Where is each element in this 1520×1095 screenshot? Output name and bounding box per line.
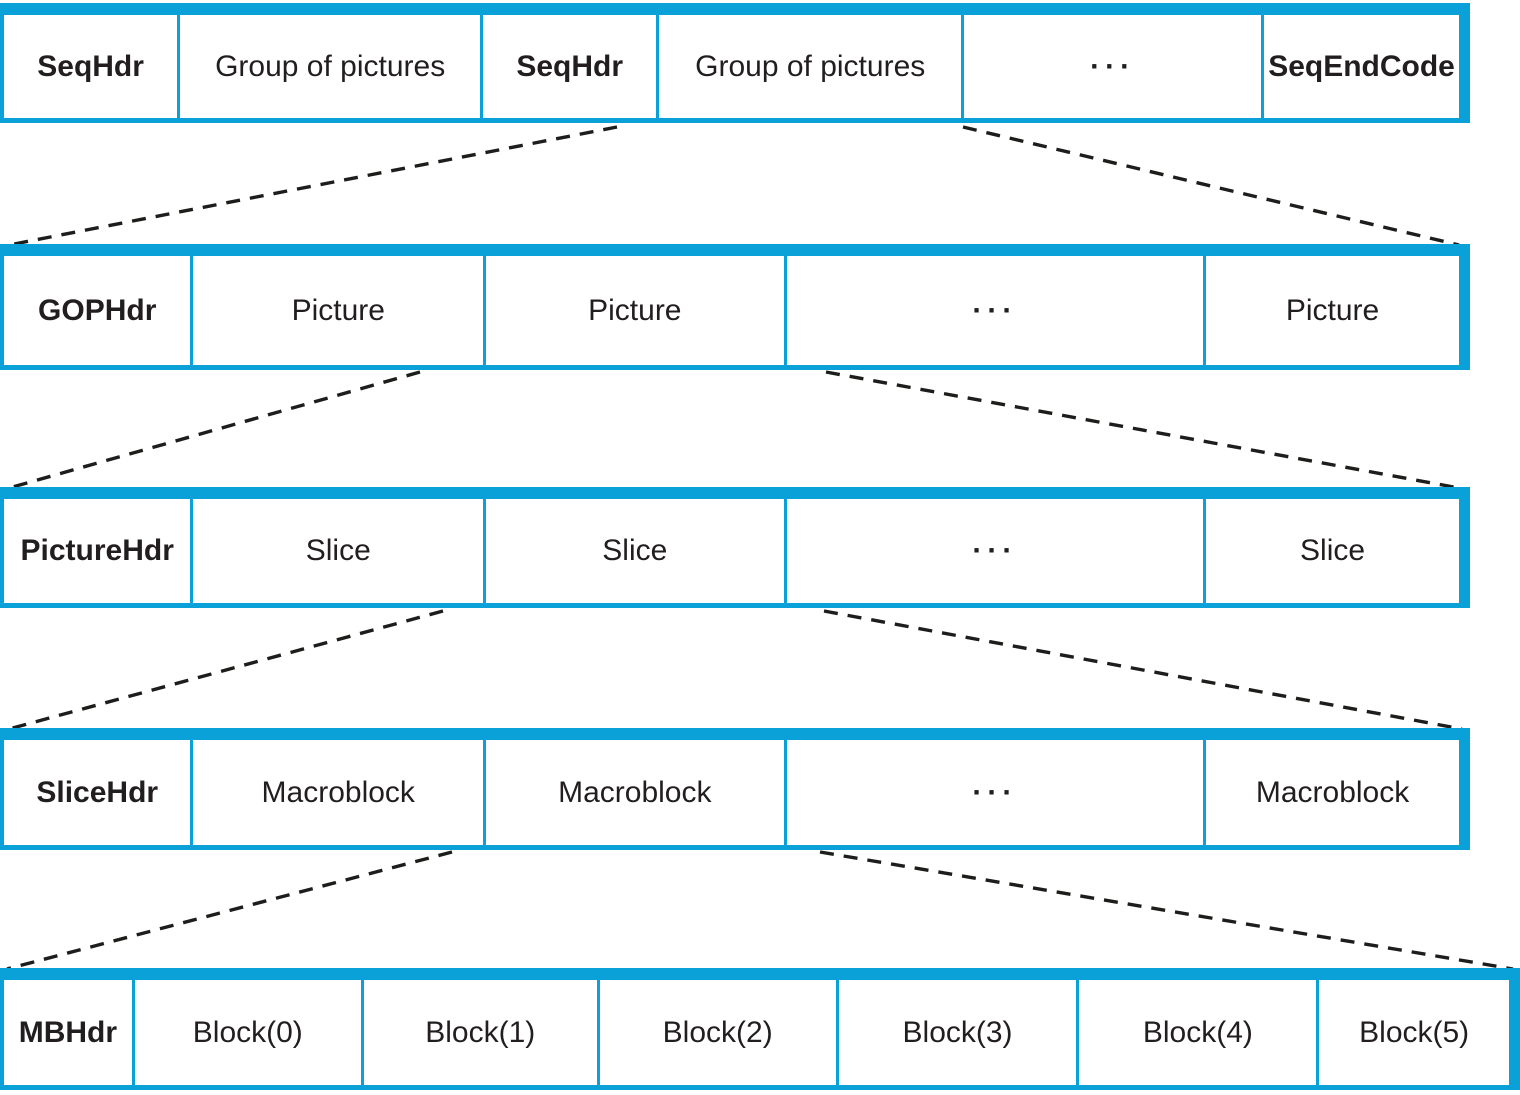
cell-slice-1: Slice bbox=[193, 499, 487, 603]
dashed-connector bbox=[8, 370, 421, 490]
dashed-connector bbox=[823, 609, 1463, 731]
row-slice-layer: SliceHdr Macroblock Macroblock ··· Macro… bbox=[0, 728, 1470, 850]
cell-picturehdr: PictureHdr bbox=[4, 499, 194, 603]
cell-block-4: Block(4) bbox=[1079, 980, 1320, 1085]
cell-macroblock-2: Macroblock bbox=[486, 740, 787, 845]
cell-seqhdr-1: SeqHdr bbox=[4, 15, 181, 118]
cell-block-5: Block(5) bbox=[1359, 1015, 1470, 1049]
cell-block-0: Block(0) bbox=[135, 980, 364, 1085]
cell-slicehdr: SliceHdr bbox=[4, 740, 194, 845]
cell-picture-1: Picture bbox=[193, 256, 487, 365]
dashed-connector bbox=[825, 370, 1460, 490]
dashed-connector bbox=[8, 125, 618, 247]
row-picture-layer: PictureHdr Slice Slice ··· Slice bbox=[0, 487, 1470, 608]
row-sequence-layer: SeqHdr Group of pictures SeqHdr Group of… bbox=[0, 3, 1470, 123]
cell-picture-2: Picture bbox=[486, 256, 787, 365]
ellipsis-gop: ··· bbox=[787, 256, 1207, 365]
cell-seqhdr-2: SeqHdr bbox=[483, 15, 660, 118]
row-macroblock-layer: MBHdr Block(0) Block(1) Block(2) Block(3… bbox=[0, 968, 1520, 1090]
cell-mbhdr: MBHdr bbox=[4, 980, 135, 1085]
cell-group-of-pictures-2: Group of pictures bbox=[659, 15, 965, 118]
cell-slice-2: Slice bbox=[486, 499, 787, 603]
row-gop-layer: GOPHdr Picture Picture ··· Picture bbox=[0, 244, 1470, 370]
dashed-connector bbox=[8, 609, 444, 731]
cell-gophdr: GOPHdr bbox=[4, 256, 194, 365]
cell-seqendcode: SeqEndCode bbox=[1268, 49, 1455, 83]
cell-picture-3: Picture bbox=[1285, 293, 1380, 327]
cell-macroblock-1: Macroblock bbox=[193, 740, 487, 845]
dashed-connector bbox=[6, 850, 453, 971]
cell-macroblock-3: Macroblock bbox=[1255, 775, 1410, 809]
cell-block-2: Block(2) bbox=[600, 980, 839, 1085]
cell-block-3: Block(3) bbox=[839, 980, 1080, 1085]
cell-block-1: Block(1) bbox=[364, 980, 600, 1085]
cell-group-of-pictures-1: Group of pictures bbox=[180, 15, 484, 118]
dashed-connector bbox=[819, 850, 1514, 971]
dashed-connector bbox=[962, 125, 1460, 247]
ellipsis-picture: ··· bbox=[787, 499, 1207, 603]
cell-slice-3: Slice bbox=[1300, 534, 1366, 567]
ellipsis-sequence: ··· bbox=[964, 15, 1265, 118]
ellipsis-slice: ··· bbox=[787, 740, 1207, 845]
